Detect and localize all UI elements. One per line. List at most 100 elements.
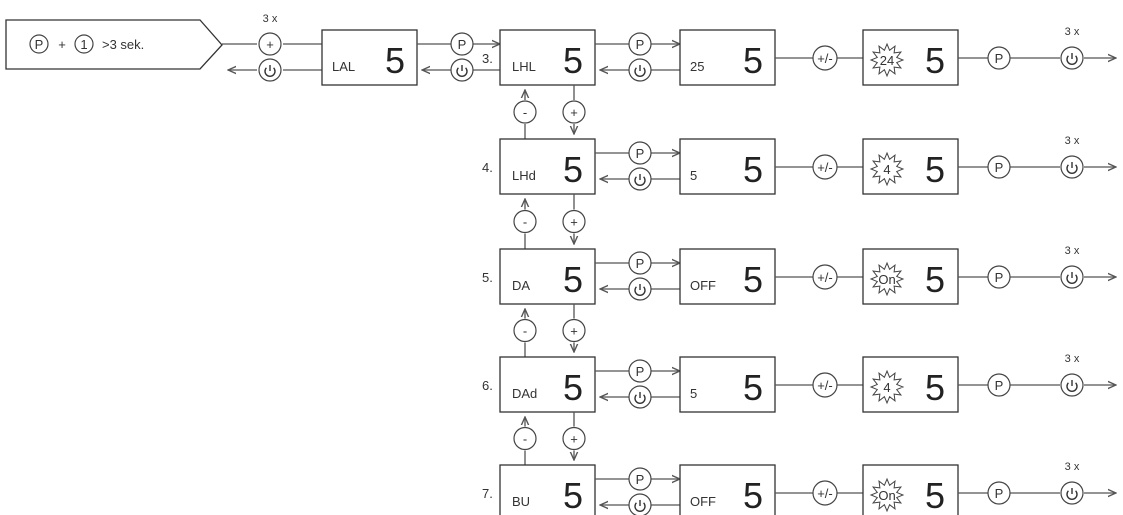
value-label: OFF — [690, 494, 716, 509]
plus-minus-key-icon — [812, 45, 838, 71]
code-digit: 5 — [563, 40, 583, 81]
flash-value: 4 — [883, 162, 890, 177]
plus-minus-key-label: +/- — [817, 378, 833, 393]
p-key-icon — [29, 34, 49, 54]
value-digit: 5 — [743, 367, 763, 408]
flash-digit: 5 — [925, 475, 945, 515]
lal-lhl-connections: P — [417, 32, 500, 82]
enter-connections: + 3 x — [222, 13, 322, 82]
flash-burst-icon — [869, 477, 905, 513]
confirm-p-key-icon — [987, 155, 1011, 179]
p-key-label: P — [636, 146, 645, 161]
exit-count-label: 3 x — [1065, 461, 1080, 473]
plus-minus-key-icon — [812, 372, 838, 398]
code-box — [499, 29, 596, 86]
plus-key-icon — [258, 32, 282, 56]
code-label: BU — [512, 494, 530, 509]
flash-digit: 5 — [925, 259, 945, 300]
plus-key-icon — [562, 209, 586, 234]
row-number: 7. — [482, 486, 493, 501]
value-label: 5 — [690, 386, 697, 401]
value-label: OFF — [690, 278, 716, 293]
plus-minus-key-icon — [812, 480, 838, 506]
start-block: P + 1 >3 sek. — [5, 19, 223, 70]
row-number: 3. — [482, 51, 493, 66]
flash-digit: 5 — [925, 149, 945, 190]
confirm-p-key-label: P — [995, 270, 1004, 285]
row-navigation: -+ — [513, 304, 586, 357]
flash-digit: 5 — [925, 367, 945, 408]
flash-value: On — [878, 488, 895, 503]
flash-value: 4 — [883, 380, 890, 395]
row-number: 4. — [482, 160, 493, 175]
value-box — [679, 356, 776, 413]
flash-digit: 5 — [925, 40, 945, 81]
plus-key-label: + — [570, 324, 578, 339]
flash-value: 24 — [880, 53, 894, 68]
value-box — [679, 29, 776, 86]
code-label: LHL — [512, 59, 536, 74]
minus-key-icon — [513, 100, 537, 124]
one-key-icon — [74, 34, 94, 54]
value-box — [679, 464, 776, 515]
plus-minus-key-icon — [812, 264, 838, 290]
plus-key-icon — [562, 100, 586, 124]
exit-count-label: 3 x — [1065, 245, 1080, 257]
confirm-p-key-icon — [987, 265, 1011, 289]
exit-count-label: 3 x — [1065, 135, 1080, 147]
start-pentagon — [5, 19, 223, 70]
lal-box: LAL 5 — [321, 29, 418, 86]
exit-count-label: 3 x — [1065, 26, 1080, 38]
flash-value: On — [878, 272, 895, 287]
p-key-icon — [628, 467, 652, 491]
row-navigation: -+ — [513, 194, 586, 249]
p-key-icon — [628, 251, 652, 275]
p-key-label: P — [636, 364, 645, 379]
plus-minus-key-label: +/- — [817, 486, 833, 501]
plus-key-label: + — [570, 105, 578, 120]
p-key-icon — [450, 32, 474, 56]
minus-key-label: - — [523, 105, 527, 120]
minus-key-label: - — [523, 215, 527, 230]
code-box — [499, 356, 596, 413]
p-key-icon — [628, 141, 652, 165]
confirm-p-key-label: P — [995, 160, 1004, 175]
plus-minus-key-label: +/- — [817, 160, 833, 175]
p-key-label: P — [636, 472, 645, 487]
p-key-icon — [628, 32, 652, 56]
code-digit: 5 — [563, 149, 583, 190]
value-digit: 5 — [743, 149, 763, 190]
row-number: 6. — [482, 378, 493, 393]
lal-frame — [321, 29, 418, 86]
plus-key-label: + — [570, 215, 578, 230]
plus-minus-key-label: +/- — [817, 270, 833, 285]
code-digit: 5 — [563, 475, 583, 515]
code-digit: 5 — [563, 259, 583, 300]
value-digit: 5 — [743, 40, 763, 81]
value-box — [679, 138, 776, 195]
value-digit: 5 — [743, 259, 763, 300]
p-key-label: P — [636, 37, 645, 52]
value-label: 5 — [690, 168, 697, 183]
code-label: LHd — [512, 168, 536, 183]
confirm-p-key-label: P — [995, 51, 1004, 66]
value-label: 25 — [690, 59, 704, 74]
confirm-p-key-icon — [987, 373, 1011, 397]
plus-minus-key-icon — [812, 154, 838, 180]
flash-burst-icon — [869, 151, 905, 187]
minus-key-label: - — [523, 432, 527, 447]
row-number: 5. — [482, 270, 493, 285]
exit-count-label: 3 x — [1065, 353, 1080, 365]
code-digit: 5 — [563, 367, 583, 408]
lal-label: LAL — [332, 59, 355, 74]
code-box — [499, 464, 596, 515]
plus-key-icon — [562, 426, 586, 451]
code-box — [499, 248, 596, 305]
plus-key-label: + — [570, 432, 578, 447]
start-p-label: P — [35, 37, 44, 52]
flash-burst-icon — [869, 42, 905, 78]
